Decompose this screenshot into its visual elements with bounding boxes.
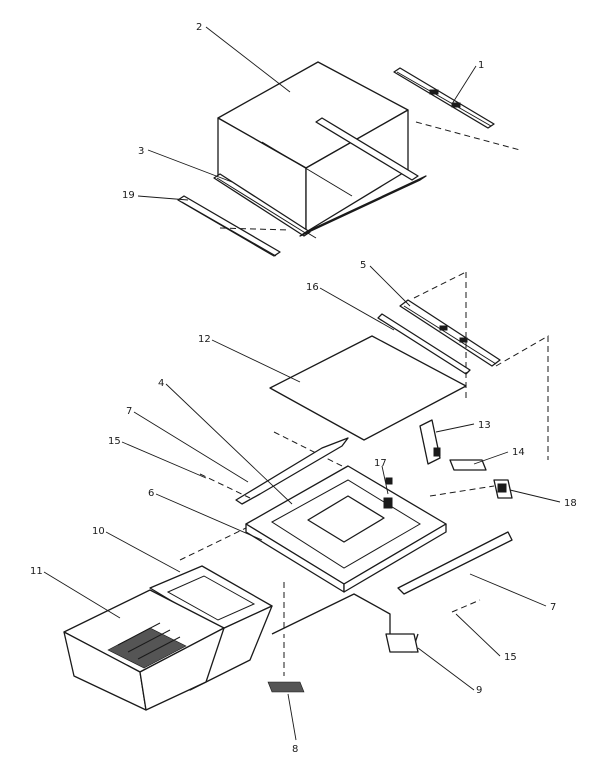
leader-16 <box>319 287 395 331</box>
leader-5 <box>369 265 411 307</box>
leader-15b <box>455 613 501 657</box>
upper-align-line-1 <box>415 121 521 151</box>
callout-2: 2 <box>196 22 202 33</box>
upper-align-line-2 <box>219 227 291 231</box>
upper-rear-rail-line <box>396 71 492 127</box>
callout-12: 12 <box>198 334 211 345</box>
leader-13 <box>435 423 475 433</box>
upper-right-rail <box>299 175 427 237</box>
callout-8: 8 <box>292 744 298 755</box>
crisper-frame-inner <box>271 479 421 569</box>
callout-10: 10 <box>92 526 105 537</box>
grille-line-2 <box>127 629 171 653</box>
callout-5: 5 <box>360 260 366 271</box>
callout-3: 3 <box>138 146 144 157</box>
leader-14 <box>473 451 509 465</box>
leader-8 <box>287 693 297 741</box>
drawer-10-inner <box>166 575 256 621</box>
cover-guide-2 <box>413 271 467 299</box>
leader-7b <box>469 573 547 607</box>
support-bracket <box>271 593 419 653</box>
callout-4: 4 <box>158 378 164 389</box>
drawer-11-side <box>139 627 225 711</box>
callout-9: 9 <box>476 685 482 696</box>
leader-lines <box>43 26 561 741</box>
crisper-cover-assembly <box>269 271 549 469</box>
frame-guide-5 <box>179 527 247 561</box>
upper-frame-detail <box>261 141 353 197</box>
leader-15a <box>121 441 207 479</box>
callout-17: 17 <box>374 458 387 469</box>
cover-guide-4 <box>273 431 347 469</box>
divider-clip <box>383 497 393 509</box>
leader-19 <box>137 195 189 201</box>
rail-clip-2 <box>451 102 461 108</box>
callout-15b: 15 <box>504 652 517 663</box>
leader-12 <box>211 339 301 383</box>
frame-guide-3 <box>451 599 481 613</box>
callout-6: 6 <box>148 488 154 499</box>
right-drawer-rail <box>397 531 513 595</box>
callout-18: 18 <box>564 498 577 509</box>
leader-3 <box>147 149 233 183</box>
leader-6 <box>155 493 263 541</box>
leader-18 <box>509 489 561 503</box>
grille-line-3 <box>137 636 181 660</box>
grille-line-1 <box>117 622 161 646</box>
upper-shelf-assembly <box>177 61 521 257</box>
leader-1 <box>451 65 477 105</box>
callout-14: 14 <box>512 447 525 458</box>
humidity-control <box>419 419 441 465</box>
leader-7a <box>133 411 249 483</box>
cover-rail-clip-1 <box>439 325 448 331</box>
cover-rail-clip-2 <box>459 337 468 343</box>
callout-1: 1 <box>478 60 484 71</box>
cover-rail-16 <box>377 313 471 375</box>
divider-tab <box>385 477 393 485</box>
cover-guide-3 <box>495 335 549 460</box>
rail-clip-1 <box>429 89 439 95</box>
callout-7a: 7 <box>126 406 132 417</box>
upper-side-rail <box>177 195 281 257</box>
drawer-clip <box>267 681 305 693</box>
upper-middle-rail <box>315 117 419 181</box>
leader-10 <box>105 531 181 573</box>
leader-17 <box>381 465 389 495</box>
upper-side-rail-line <box>181 201 277 257</box>
support-bracket-foot <box>385 633 419 653</box>
crisper-frame-assembly <box>179 419 513 676</box>
callout-11: 11 <box>30 566 43 577</box>
callout-13: 13 <box>478 420 491 431</box>
cover-rail-5-line <box>403 305 497 365</box>
callout-19: 19 <box>122 190 135 201</box>
frame-guide-2 <box>429 485 495 497</box>
crisper-frame-side <box>343 523 447 593</box>
left-drawer-rail <box>235 437 349 505</box>
leader-11 <box>43 571 121 619</box>
frame-divider <box>307 495 385 543</box>
leader-4 <box>165 383 293 505</box>
leader-2 <box>205 26 291 93</box>
callout-7b: 7 <box>550 602 556 613</box>
upper-front-trim-line <box>216 177 308 235</box>
bracket-screw <box>497 483 507 493</box>
callout-16: 16 <box>306 282 319 293</box>
callout-labels: 2 1 3 19 5 16 12 4 7 15 6 10 11 13 14 17… <box>30 22 577 755</box>
callout-15a: 15 <box>108 436 121 447</box>
left-crisper-drawer <box>63 589 225 711</box>
control-spring <box>433 447 441 457</box>
drawer-clip-body <box>267 681 305 693</box>
frame-guide-1 <box>199 473 251 499</box>
leader-9 <box>417 647 475 691</box>
cover-rail-5 <box>399 299 501 367</box>
